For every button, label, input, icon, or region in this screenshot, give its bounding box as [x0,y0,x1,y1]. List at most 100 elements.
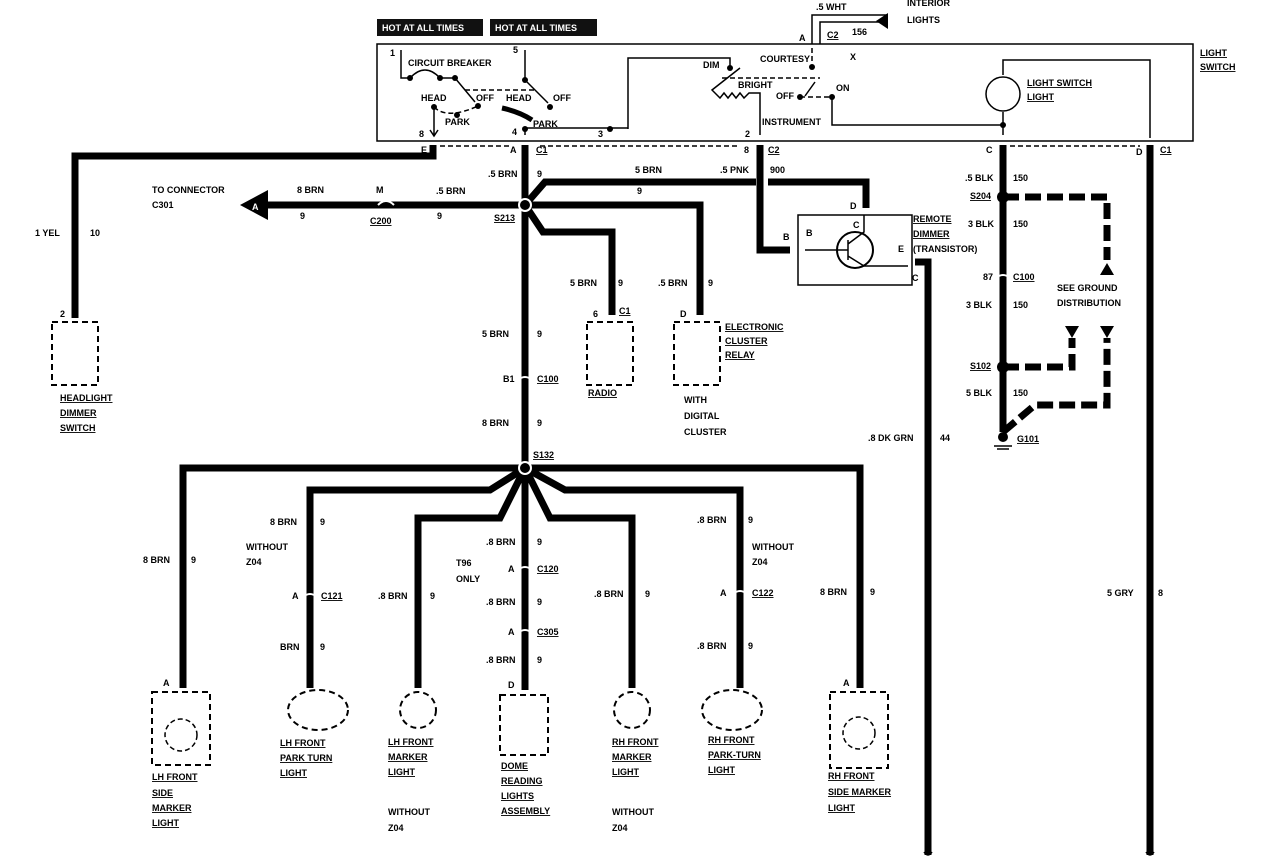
pin-label: A [292,591,299,601]
component-label: SWITCH [60,423,96,433]
option-label: WITHOUT [752,542,794,552]
ground-arrow-down-icon [1100,326,1114,338]
circuit-label: 9 [537,537,542,547]
circuit-label: 9 [300,211,305,221]
pin-label: D [850,201,857,211]
component-label: LIGHT [708,765,735,775]
wire-label: 8 BRN [482,418,509,428]
component-label: HEADLIGHT [60,393,113,403]
switch-label: OFF [476,93,494,103]
wire-label: .5 BRN [488,169,518,179]
component-label: LIGHT [828,803,855,813]
wire-label: 5 BRN [570,278,597,288]
option-label: Z04 [388,823,404,833]
component-label: READING [501,776,543,786]
component-label: DIMMER [60,408,97,418]
pin-label: 8 [419,129,424,139]
light-switch-box [376,43,1194,142]
component-label: INTERIOR [907,0,951,8]
component-label: SIDE MARKER [828,787,892,797]
component-label: SIDE [152,788,173,798]
wire-label: 5 BRN [482,329,509,339]
component-label: MARKER [388,752,428,762]
circuit-label: 9 [320,642,325,652]
pin-label: D [508,680,515,690]
radio-box [586,321,634,386]
option-label: WITHOUT [612,807,654,817]
connector-label: C122 [752,588,774,598]
wire-label: 3 BLK [966,300,993,310]
lamp-label: LIGHT SWITCH [1027,78,1092,88]
component-label: PARK-TURN [708,750,761,760]
wire-label: .8 BRN [486,597,516,607]
pin-label: B1 [503,374,515,384]
lh-marker-light [399,691,437,729]
switch-label: PARK [533,119,558,129]
bulb-icon [842,716,876,750]
pin-label: 2 [60,309,65,319]
circuit-label: 9 [645,589,650,599]
component-label: PARK TURN [280,753,332,763]
pin-label: B [806,228,813,238]
switch-label: PARK [445,117,470,127]
wire-break-icons [923,851,1155,856]
pin-label: A [799,33,806,43]
component-label: LIGHTS [501,791,534,801]
arrow-label: A [252,202,259,212]
pin-label: A [163,678,170,688]
wire-label: .5 BRN [658,278,688,288]
circuit-label: 150 [1013,219,1028,229]
circuit-label: 9 [870,587,875,597]
ground-arrow-down-icon [1065,326,1079,338]
wire-label: 8 BRN [270,517,297,527]
component-label: RELAY [725,350,755,360]
splice-label: S204 [970,191,991,201]
component-label: RH FRONT [612,737,659,747]
wire-label: .5 BRN [436,186,466,196]
circuit-label: 44 [940,433,950,443]
connector-label: C120 [537,564,559,574]
circuit-label: 10 [90,228,100,238]
component-label: LH FRONT [152,772,198,782]
ground-label: G101 [1017,434,1039,444]
pin-label: 5 [513,45,518,55]
component-label: LIGHTS [907,15,940,25]
circuit-label: 9 [708,278,713,288]
pin-label: 87 [983,272,993,282]
destination-label: TO CONNECTOR [152,185,225,195]
component-label: MARKER [152,803,192,813]
circuit-label: 9 [537,329,542,339]
lh-side-marker-light [151,691,211,766]
component-label: LIGHT [280,768,307,778]
pin-label: B [783,232,790,242]
circuit-label: 9 [748,641,753,651]
circuit-label: 9 [637,186,642,196]
wires [71,145,1154,855]
circuit-label: 8 [1158,588,1163,598]
pin-label: D [680,309,687,319]
component-label: LH FRONT [388,737,434,747]
pin-label: M [376,185,384,195]
wire-label: .5 BLK [965,173,994,183]
connector-label: C2 [768,145,780,155]
wire-label: 1 YEL [35,228,60,238]
switch-label: OFF [553,93,571,103]
cluster-relay-box [673,321,721,386]
option-label: Z04 [612,823,628,833]
circuit-label: 150 [1013,388,1028,398]
rh-park-turn-light [701,689,763,731]
option-label: Z04 [752,557,768,567]
component-label: ELECTRONIC [725,322,784,332]
component-label: SWITCH [1200,62,1236,72]
component-label: CLUSTER [725,336,768,346]
component-label: REMOTE [913,214,952,224]
splice-label: S213 [494,213,515,223]
component-label: LIGHT [1200,48,1227,58]
rh-side-marker-light [829,691,889,769]
connector-icons [302,200,1011,634]
headlight-dimmer-switch [51,321,99,386]
switch-label: BRIGHT [738,80,773,90]
pin-label: C [986,145,993,155]
destination-label: C301 [152,200,174,210]
